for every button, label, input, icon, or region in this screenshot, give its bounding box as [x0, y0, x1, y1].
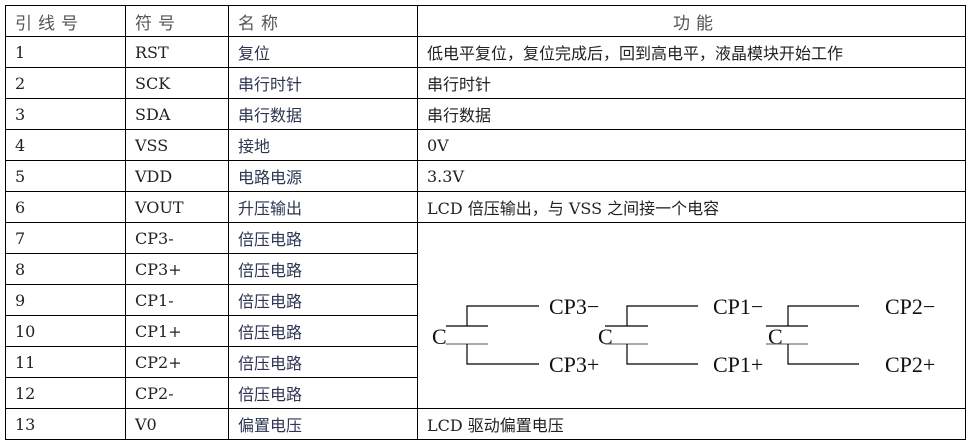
name-cell: 接地 [228, 129, 418, 161]
name-cell: 倍压电路 [228, 284, 418, 316]
symbol-cell: VOUT [125, 191, 229, 223]
lead-bottom [466, 344, 539, 365]
function-cell: 串行数据 [417, 98, 966, 130]
symbol-cell: V0 [125, 408, 229, 440]
name-cell: 升压输出 [228, 191, 418, 223]
header-name: 名称 [228, 5, 418, 37]
name-cell: 倍压电路 [228, 315, 418, 347]
pin-cell: 12 [5, 377, 126, 409]
pin-cell: 5 [5, 160, 126, 192]
symbol-cell: CP1- [125, 284, 229, 316]
symbol-cell: RST [125, 36, 229, 68]
header-function: 功能 [417, 5, 966, 37]
pin-cell: 6 [5, 191, 126, 223]
terminal-label-top: CP1− [713, 294, 763, 319]
capacitor-diagram: C CP3− CP3+ C CP1− CP1+ C CP2− CP2+ [432, 294, 935, 377]
symbol-cell: CP3+ [125, 253, 229, 285]
lead-bottom [787, 344, 859, 365]
capacitor-label: C [598, 324, 613, 349]
pin-cell: 10 [5, 315, 126, 347]
name-cell: 倍压电路 [228, 346, 418, 378]
capacitor-label: C [432, 324, 447, 349]
name-cell: 串行数据 [228, 98, 418, 130]
pin-cell: 7 [5, 222, 126, 254]
terminal-label-bottom: CP3+ [549, 352, 599, 377]
function-cell: 低电平复位，复位完成后，回到高电平，液晶模块开始工作 [417, 36, 966, 68]
name-cell: 电路电源 [228, 160, 418, 192]
pin-cell: 11 [5, 346, 126, 378]
lead-bottom [626, 344, 698, 365]
pin-cell: 8 [5, 253, 126, 285]
lead-top [626, 305, 698, 326]
name-cell: 偏置电压 [228, 408, 418, 440]
function-cell: 0V [417, 129, 966, 161]
name-cell: 倍压电路 [228, 377, 418, 409]
capacitor-label: C [768, 324, 783, 349]
pin-cell: 2 [5, 67, 126, 99]
capacitor: C CP3− CP3+ [432, 294, 599, 377]
pin-cell: 13 [5, 408, 126, 440]
symbol-cell: SCK [125, 67, 229, 99]
name-cell: 倍压电路 [228, 253, 418, 285]
name-cell: 倍压电路 [228, 222, 418, 254]
header-row: 引线号 符号 名称 功能 [5, 5, 966, 37]
symbol-cell: CP2- [125, 377, 229, 409]
name-cell: 串行时针 [228, 67, 418, 99]
terminal-label-bottom: CP2+ [885, 352, 935, 377]
symbol-cell: VDD [125, 160, 229, 192]
symbol-cell: SDA [125, 98, 229, 130]
pin-cell: 4 [5, 129, 126, 161]
header-pin: 引线号 [5, 5, 126, 37]
function-cell: 3.3V [417, 160, 966, 192]
pin-cell: 9 [5, 284, 126, 316]
lead-top [466, 305, 539, 326]
capacitor: C CP1− CP1+ [598, 294, 763, 377]
terminal-label-top: CP2− [885, 294, 935, 319]
symbol-cell: VSS [125, 129, 229, 161]
symbol-cell: CP3- [125, 222, 229, 254]
name-cell: 复位 [228, 36, 418, 68]
pin-cell: 3 [5, 98, 126, 130]
function-cell: 串行时针 [417, 67, 966, 99]
terminal-label-top: CP3− [549, 294, 599, 319]
function-cell: LCD 倍压输出，与 VSS 之间接一个电容 [417, 191, 966, 223]
lead-top [787, 305, 859, 326]
header-symbol: 符号 [125, 5, 229, 37]
symbol-cell: CP2+ [125, 346, 229, 378]
symbol-cell: CP1+ [125, 315, 229, 347]
function-cell: LCD 驱动偏置电压 [417, 408, 966, 440]
capacitor: C CP2− CP2+ [766, 294, 935, 377]
capacitor-diagram-cell: C CP3− CP3+ C CP1− CP1+ C CP2− CP2+ [417, 222, 966, 409]
terminal-label-bottom: CP1+ [713, 352, 763, 377]
pin-cell: 1 [5, 36, 126, 68]
